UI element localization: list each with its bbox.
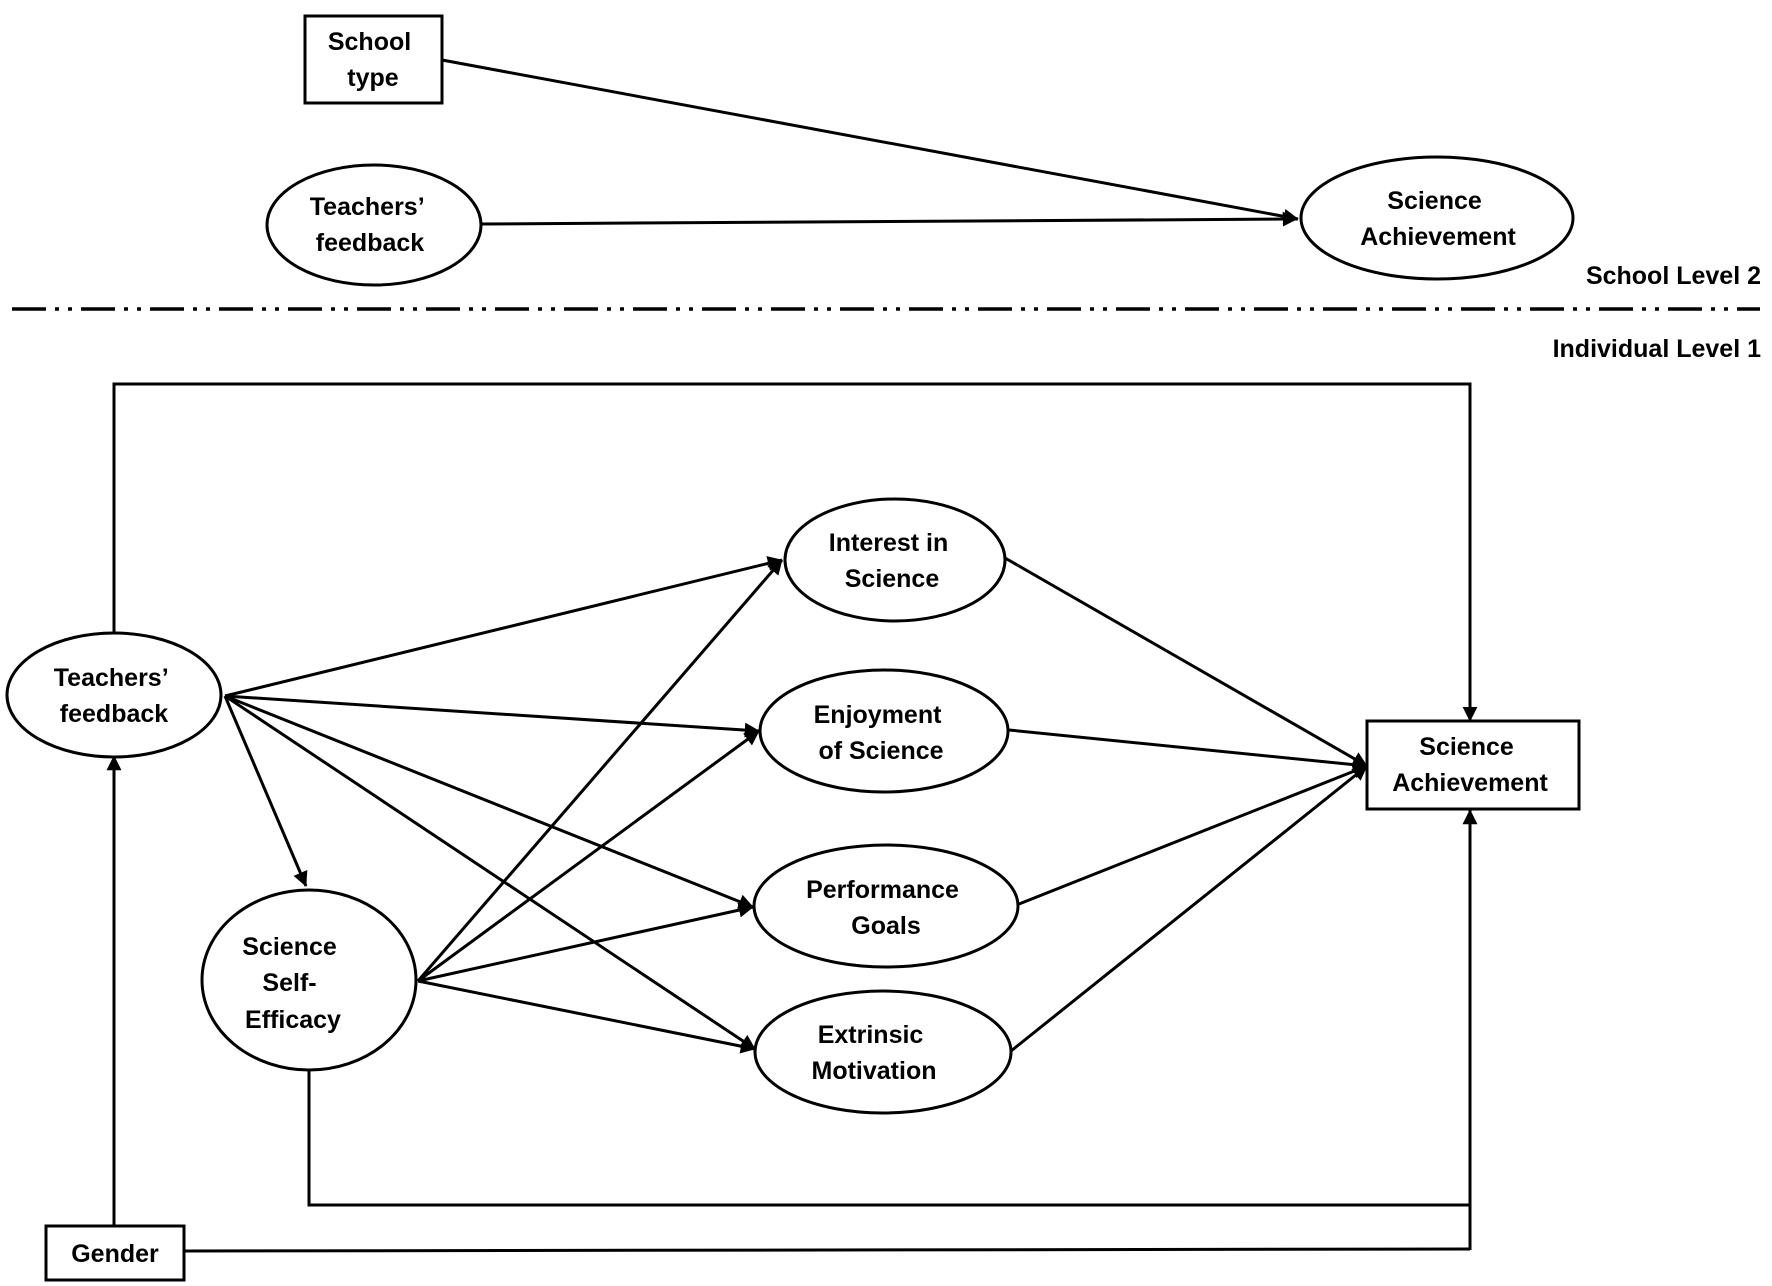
svg-text:Performance Goals: Performance Goals	[806, 876, 966, 940]
edge-self-efficacy-to-enjoyment	[417, 729, 760, 983]
edge-feedback-to-achievement	[112, 382, 1478, 722]
node-science-self-efficacy: Science Self- Efficacy	[200, 888, 418, 1072]
edges	[106, 58, 1478, 1253]
edge-extrinsic-motivation-to-achievement	[1010, 764, 1368, 1053]
school-level-label: School Level 2	[1586, 262, 1761, 290]
edge-school-type-to-achievement-l2	[441, 58, 1299, 224]
edge-performance-goals-to-achievement	[1018, 764, 1368, 906]
svg-text:School type: School type	[328, 28, 418, 92]
node-extrinsic-motivation: Extrinsic Motivation	[753, 989, 1013, 1115]
node-science-achievement: Science Achievement	[1365, 719, 1581, 811]
node-enjoyment-of-science: Enjoyment of Science	[758, 668, 1010, 794]
node-teachers-feedback: Teachers’ feedback	[5, 631, 223, 759]
svg-text:Teachers’ feedback: Teachers’ feedback	[54, 664, 174, 728]
svg-text:Gender: Gender	[71, 1240, 159, 1268]
edge-feedback-to-self-efficacy	[223, 695, 308, 887]
edge-feedback-to-extrinsic-motivation	[224, 694, 756, 1051]
edge-feedback-to-performance-goals	[224, 694, 754, 909]
node-teachers-feedback-l2: Teachers’ feedback	[265, 163, 483, 287]
svg-text:Extrinsic Motivation: Extrinsic Motivation	[812, 1021, 937, 1085]
node-performance-goals: Performance Goals	[752, 843, 1020, 969]
svg-text:Interest in Science: Interest in Science	[829, 529, 955, 593]
edge-self-efficacy-to-achievement	[307, 1070, 1470, 1207]
edge-feedback-to-enjoyment	[224, 694, 760, 738]
svg-text:Science Self- Effi: Science Self- Efficacy	[242, 933, 343, 1034]
svg-text:Enjoyment of Science: Enjoyment of Science	[814, 701, 949, 765]
edge-interest-to-achievement	[1004, 556, 1368, 768]
node-science-achievement-l2: Science Achievement	[1299, 155, 1575, 281]
node-school-type: School type	[303, 14, 444, 105]
node-gender: Gender	[44, 1224, 186, 1282]
edge-feedback-to-interest	[224, 556, 783, 698]
node-interest-in-science: Interest in Science	[783, 497, 1007, 623]
edge-enjoyment-to-achievement	[1008, 728, 1368, 773]
edge-feedback-l2-to-achievement-l2	[480, 211, 1298, 227]
edge-self-efficacy-to-interest	[416, 559, 784, 982]
edge-self-efficacy-to-performance-goals	[417, 902, 754, 983]
edge-self-efficacy-to-extrinsic-motivation	[417, 979, 756, 1054]
svg-text:Science Achievement: Science Achievement	[1392, 733, 1548, 797]
svg-text:Science Achievement: Science Achievement	[1360, 187, 1516, 251]
svg-text:Teachers’ feedback: Teachers’ feedback	[310, 193, 430, 257]
individual-level-label: Individual Level 1	[1553, 335, 1761, 363]
edge-gender-to-achievement	[183, 1247, 1472, 1253]
